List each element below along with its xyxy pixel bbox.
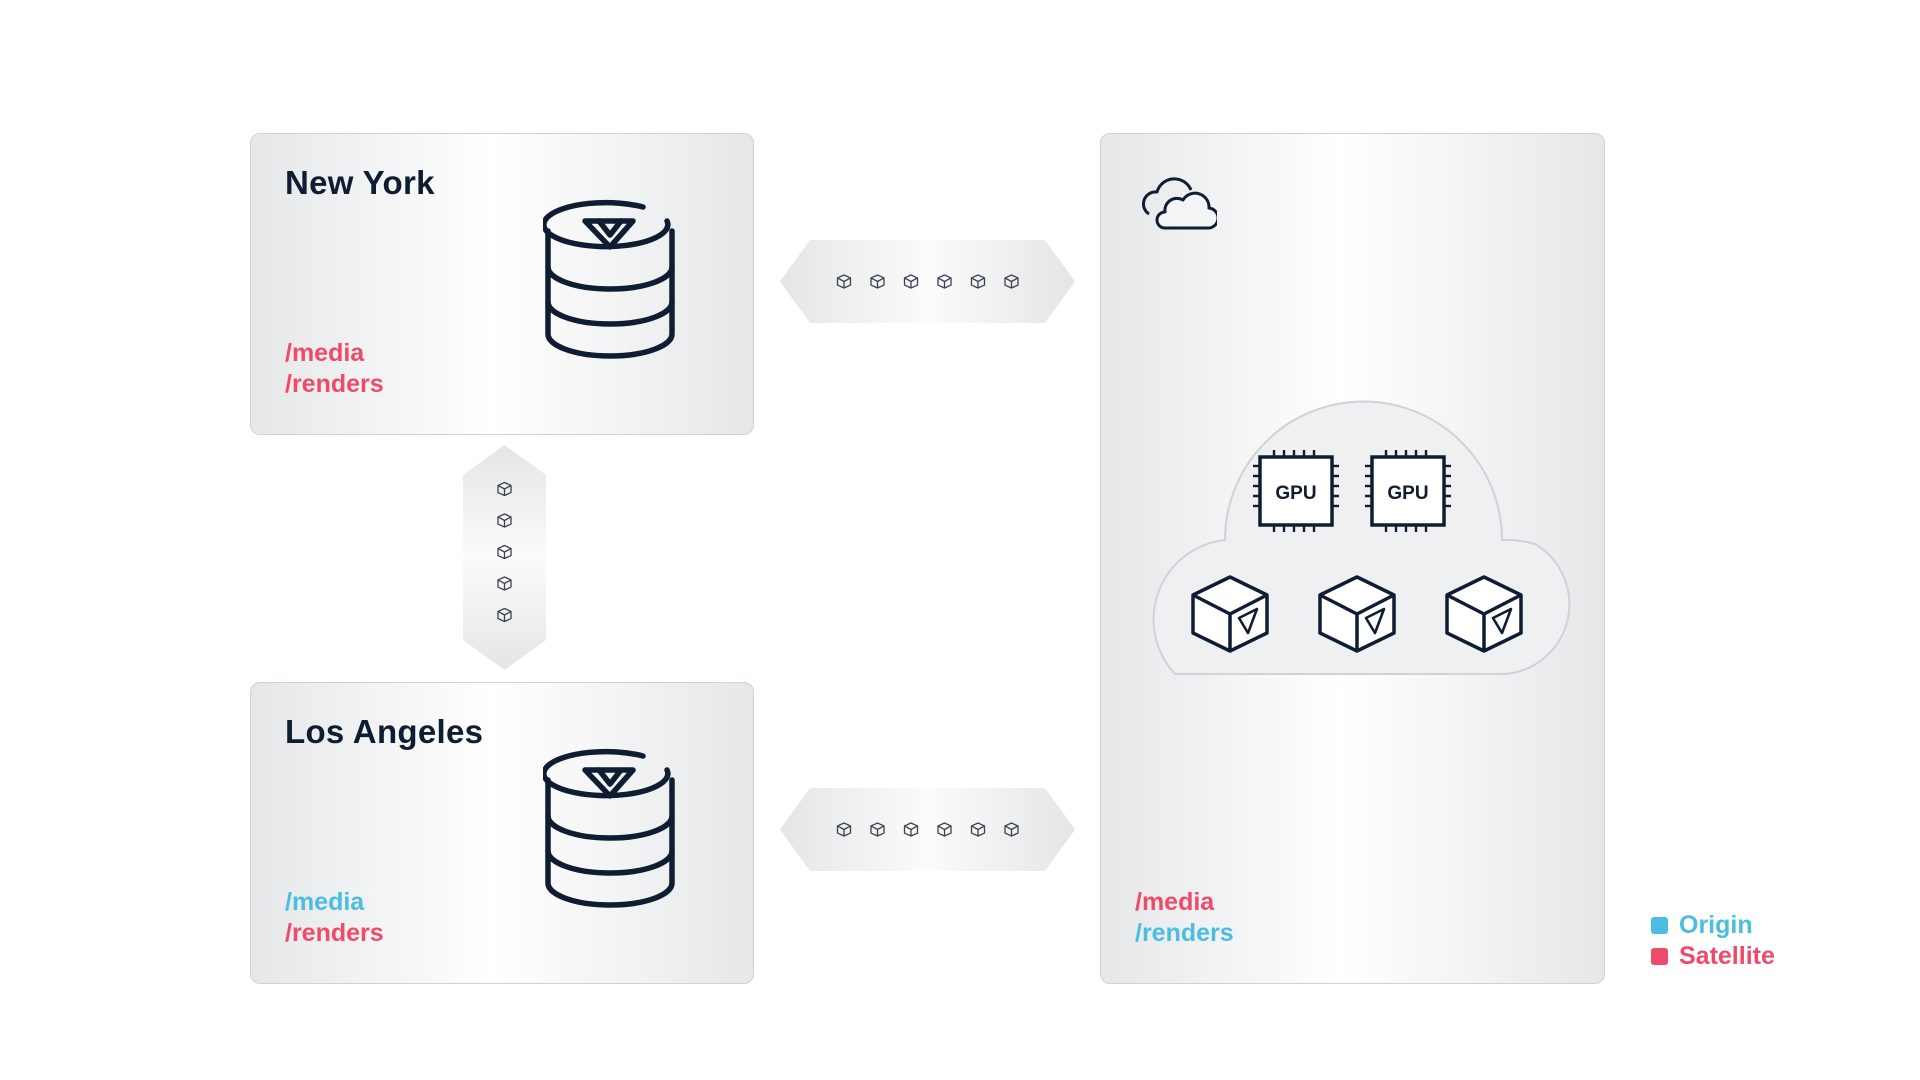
path-renders: /renders [285,919,384,947]
compute-node-icon [1445,575,1523,653]
cloud-panel: GPU GPU /media /renders [1100,133,1605,984]
compute-cloud: GPU GPU [1152,400,1571,675]
data-block-icon [1004,274,1019,289]
data-block-icon [870,822,885,837]
data-block-icon [970,274,986,289]
legend-swatch-satellite [1651,948,1668,965]
compute-nodes [1191,575,1523,653]
site-title: Los Angeles [285,713,484,750]
data-block-icon [1004,822,1019,837]
svg-text:GPU: GPU [1387,483,1428,504]
data-block-icon [497,544,512,560]
path-renders: /renders [1135,919,1234,947]
path-renders: /renders [285,370,384,398]
gpu-chip-icon: GPU [1253,450,1339,532]
site-title: New York [285,164,435,201]
gpu-chip-icon: GPU [1365,450,1451,532]
storage-database-icon [543,748,675,908]
site-panel-los-angeles: Los Angeles /media /renders [250,682,754,984]
storage-database-icon [543,199,675,359]
gpu-chips: GPU GPU [1253,450,1451,532]
sync-connector-top [780,240,1075,323]
data-block-icon [497,513,512,528]
legend: Origin Satellite [1651,910,1775,972]
legend-item-satellite: Satellite [1651,941,1775,972]
data-block-icon [497,481,512,497]
data-block-icon [937,274,952,289]
data-block-icon [903,274,919,289]
path-media: /media [285,339,365,367]
data-block-icon [836,274,852,289]
sync-connector-bottom [780,788,1075,871]
legend-swatch-origin [1651,917,1668,934]
path-media: /media [1135,888,1215,916]
legend-item-origin: Origin [1651,910,1775,941]
site-panel-new-york: New York /media /renders [250,133,754,435]
data-block-icon [870,274,885,289]
data-block-icon [497,607,512,623]
svg-text:GPU: GPU [1275,483,1316,504]
data-block-icon [937,822,952,837]
data-block-icon [903,822,919,837]
legend-label: Origin [1679,911,1753,939]
cloud-icon [1142,177,1217,230]
path-media: /media [285,888,365,916]
data-block-icon [497,576,512,591]
sync-connector-vertical [463,445,546,670]
data-block-icon [836,822,852,837]
data-block-icon [970,822,986,837]
legend-label: Satellite [1679,942,1775,970]
compute-node-icon [1318,575,1396,653]
compute-node-icon [1191,575,1269,653]
